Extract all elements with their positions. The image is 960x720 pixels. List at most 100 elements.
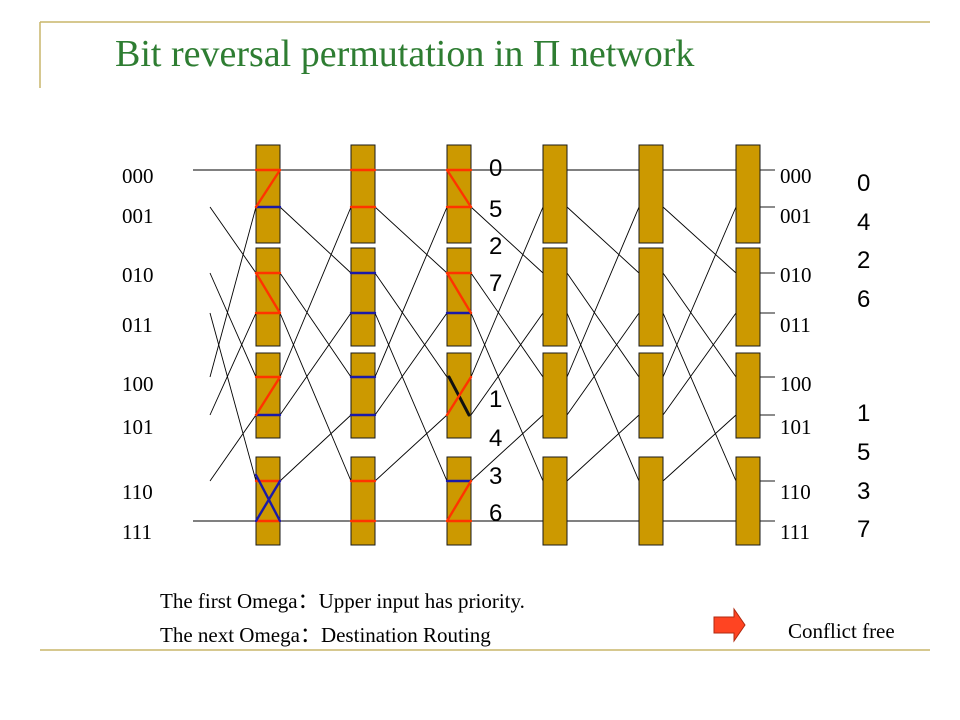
input-label-5: 101: [122, 415, 154, 439]
out-digit-lower-1: 5: [857, 439, 870, 466]
wire-s3-3: [566, 312, 640, 482]
output-label-0: 000: [780, 164, 812, 188]
path-s2-b2-diag: [445, 375, 473, 417]
output-label-6: 110: [780, 480, 811, 504]
switch-box-s1-1: [350, 247, 376, 347]
out-digit-lower-0: 1: [857, 400, 870, 427]
wire-s0-4: [279, 206, 352, 378]
note-next-omega: The next Omega：Destination Routing: [160, 623, 491, 647]
switch-box-s3-0: [542, 144, 568, 244]
wire-s3-5: [566, 312, 640, 416]
wire-s0-5: [279, 312, 352, 416]
mid-digit-upper-0: 0: [489, 155, 502, 182]
path-s0-b0-diag: [254, 168, 282, 209]
wire-input-2: [209, 272, 257, 378]
mid-digit-upper-2: 2: [489, 233, 502, 260]
wire-s1-6: [374, 414, 448, 482]
out-digit-upper-1: 4: [857, 209, 870, 236]
mid-digit-lower-3: 6: [489, 500, 502, 527]
switch-box-s0-1: [255, 247, 281, 347]
out-digit-lower-2: 3: [857, 478, 870, 505]
wire-s4-1: [662, 206, 737, 274]
switch-box-s4-3: [638, 456, 664, 546]
right-arrow-icon: [713, 607, 746, 643]
input-label-4: 100: [122, 372, 154, 396]
switch-settings: [254, 168, 473, 523]
wire-s3-2: [566, 272, 640, 378]
wire-s3-4: [566, 206, 640, 378]
path-s2-b1-diag: [445, 271, 473, 315]
output-label-4: 100: [780, 372, 812, 396]
wire-s2-2: [470, 272, 544, 378]
mid-digit-upper-3: 7: [489, 270, 502, 297]
switch-box-s5-0: [735, 144, 761, 244]
wire-s3-1: [566, 206, 640, 274]
switch-box-s3-3: [542, 456, 568, 546]
wire-s1-1: [374, 206, 448, 274]
output-labels: 000 001 010 011 100 101 110 111: [780, 164, 812, 544]
wire-s1-4: [374, 206, 448, 378]
output-label-2: 010: [780, 263, 812, 287]
switch-box-s5-1: [735, 247, 761, 347]
switch-box-s4-2: [638, 352, 664, 439]
mid-digit-lower-1: 4: [489, 425, 502, 452]
switch-box-s5-3: [735, 456, 761, 546]
switch-box-s1-2: [350, 352, 376, 439]
wire-input-1: [209, 206, 257, 274]
switch-box-s1-0: [350, 144, 376, 244]
switch-box-s3-2: [542, 352, 568, 439]
path-s2-b0-diag: [445, 168, 473, 209]
switch-box-s2-0: [446, 144, 472, 244]
output-label-5: 101: [780, 415, 812, 439]
path-s0-b2-diag: [254, 375, 282, 417]
wire-s1-5: [374, 312, 448, 416]
wire-s0-1: [279, 206, 352, 274]
path-s2-b3-diag: [445, 479, 473, 523]
input-label-0: 000: [122, 164, 154, 188]
wire-s2-1: [470, 206, 544, 274]
path-s0-b3-cross: [254, 473, 282, 523]
wire-input-3: [209, 312, 257, 482]
output-digits-lower: 1 5 3 7: [857, 400, 870, 543]
input-label-6: 110: [122, 480, 153, 504]
wire-s2-6: [470, 414, 544, 482]
wire-s1-3: [374, 312, 448, 482]
switch-box-s5-2: [735, 352, 761, 439]
note-first-omega: The first Omega：Upper input has priority…: [160, 589, 525, 613]
switch-box-s3-1: [542, 247, 568, 347]
switch-box-s0-0: [255, 144, 281, 244]
mid-digit-lower-2: 3: [489, 463, 502, 490]
wire-s0-2: [279, 272, 352, 378]
output-label-1: 001: [780, 204, 812, 228]
switch-columns: [255, 144, 761, 546]
wire-s2-5: [470, 312, 544, 416]
wire-s0-6: [279, 414, 352, 482]
output-label-3: 011: [780, 313, 811, 337]
wire-input-6: [209, 414, 257, 482]
wire-s4-3: [662, 312, 737, 482]
path-s0-b1-diag: [254, 271, 282, 315]
wire-s3-6: [566, 414, 640, 482]
input-label-2: 010: [122, 263, 154, 287]
mid-digit-upper-1: 5: [489, 196, 502, 223]
wire-s1-2: [374, 272, 448, 378]
input-labels: 000 001 010 011 100 101 110 111: [122, 164, 154, 544]
out-digit-upper-2: 2: [857, 247, 870, 274]
input-label-1: 001: [122, 204, 154, 228]
interconnect-wires: [193, 169, 775, 522]
input-label-3: 011: [122, 313, 153, 337]
wire-s4-4: [662, 206, 737, 378]
input-label-7: 111: [122, 520, 152, 544]
mid-digits-upper: 0 5 2 7: [489, 155, 502, 297]
path-s0-b3-diag: [254, 479, 282, 523]
wire-s4-2: [662, 272, 737, 378]
mid-digits-lower: 1 4 3 6: [489, 386, 502, 527]
wire-s2-3: [470, 312, 544, 482]
wire-s4-6: [662, 414, 737, 482]
conflict-free-label: Conflict free: [788, 619, 895, 643]
switch-box-s4-0: [638, 144, 664, 244]
out-digit-upper-3: 6: [857, 286, 870, 313]
output-digits-upper: 0 4 2 6: [857, 170, 870, 313]
switch-box-s2-1: [446, 247, 472, 347]
